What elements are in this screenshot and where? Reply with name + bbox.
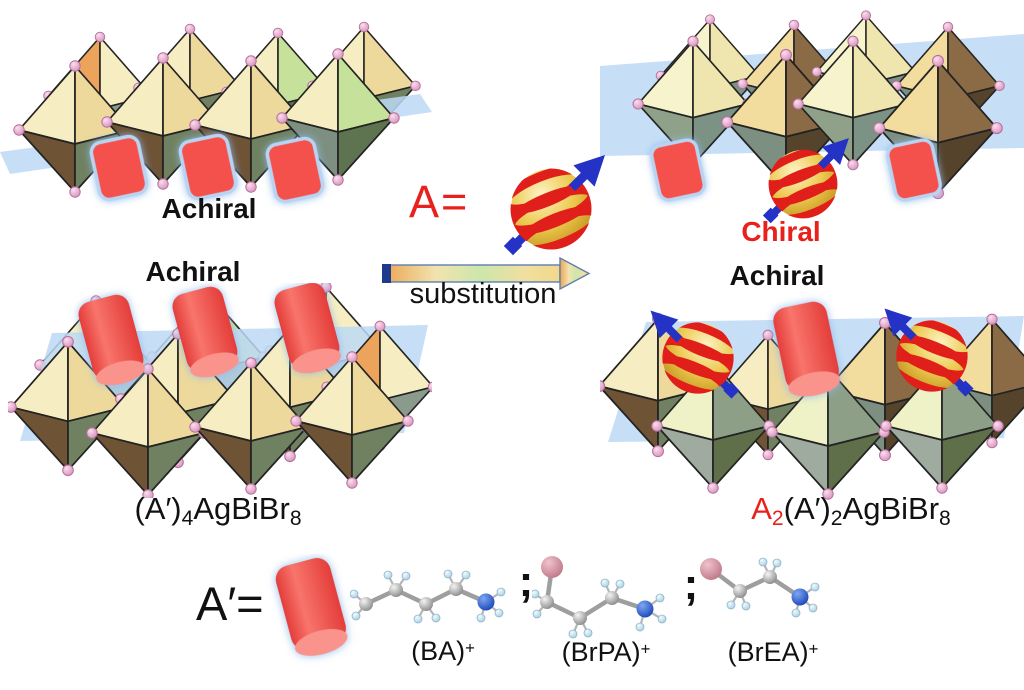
molecule-brea (700, 557, 820, 618)
label-substitution: substitution (409, 278, 557, 310)
label-achiral-bottom-left: Achiral (145, 256, 241, 287)
brea-name: (BrEA) (727, 637, 809, 667)
formula-right-sub2: 8 (939, 506, 951, 530)
substitution-arrow (382, 256, 591, 291)
brpa-backbone-bonds (544, 564, 648, 621)
carbon-atom (573, 611, 587, 625)
carbon-atom (359, 597, 373, 611)
legend-separator-1: ; (518, 557, 534, 606)
formula-right-a-sub: 2 (771, 506, 784, 530)
arrow-head (559, 256, 591, 291)
formula-right-body: AgBiBr (842, 491, 940, 526)
formula-right-a: A (751, 491, 772, 526)
formula-left-group: (A′) (134, 491, 182, 526)
brea-backbone-bonds (708, 566, 803, 600)
label-achiral-top-left: Achiral (161, 193, 257, 224)
formula-right-group: (A′) (783, 491, 831, 526)
carbon-atom (763, 570, 777, 584)
top-left-octahedra-layer (0, 21, 432, 230)
molecule-ba (350, 569, 506, 624)
hydrogen-atoms (532, 578, 667, 639)
bromine-atom (541, 556, 563, 578)
ba-name: (BA) (411, 636, 466, 666)
formula-left-sub1: 4 (181, 506, 194, 530)
ba-charge: + (465, 638, 475, 658)
label-a-equals: A= (409, 176, 470, 227)
label-chiral: Chiral (741, 216, 821, 247)
molecule-brpa (532, 556, 667, 639)
carbon-atom (419, 597, 433, 611)
formula-left-sub2: 8 (289, 506, 302, 530)
a-prime-cylinder (264, 554, 359, 666)
carbon-atom (449, 582, 463, 596)
label-a-prime-equals: A′= (196, 577, 264, 630)
label-brea: (BrEA)+ (728, 639, 819, 666)
hydrogen-atoms (350, 569, 506, 624)
bromine-atom (700, 558, 722, 580)
legend-separator-2: ; (683, 560, 699, 609)
label-brpa: (BrPA)+ (562, 639, 651, 666)
nitrogen-atom (791, 588, 809, 606)
carbon-atom (540, 595, 554, 609)
brea-charge: + (808, 639, 819, 659)
top-right-octahedra-layer (600, 10, 1024, 262)
label-achiral-bottom-right: Achiral (729, 260, 825, 291)
formula-right-sub1: 2 (830, 506, 843, 530)
carbon-atom (389, 583, 403, 597)
bottom-left-octahedra-layer (8, 283, 432, 498)
center-chiral-cation (492, 148, 612, 266)
arrow-start-cap (382, 264, 391, 283)
brpa-name: (BrPA) (561, 637, 641, 667)
brpa-charge: + (640, 639, 651, 659)
label-ba: (BA)+ (411, 638, 475, 665)
hydrogen-atoms (726, 557, 820, 618)
nitrogen-atom (477, 593, 495, 611)
carbon-atom (605, 591, 619, 605)
formula-left: (A′)4AgBiBr8 (134, 493, 301, 529)
formula-left-body: AgBiBr (193, 491, 290, 526)
bottom-right-octahedra-layer (600, 292, 1024, 501)
carbon-atom (733, 584, 747, 598)
formula-right: A2(A′)2AgBiBr8 (751, 493, 951, 529)
nitrogen-atom (636, 600, 654, 618)
